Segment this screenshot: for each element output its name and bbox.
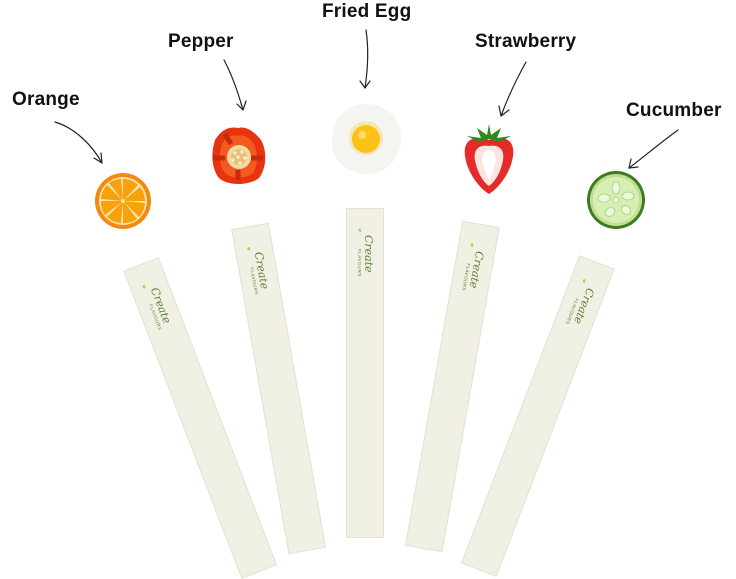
pepper-icon (212, 127, 266, 184)
arrow-pepper-icon (223, 59, 247, 111)
svg-text:FLAVOURS: FLAVOURS (249, 267, 259, 295)
brand-logo: Create FLAVOURS (458, 239, 488, 302)
cucumber-icon (587, 171, 645, 229)
fried-egg-icon (331, 104, 401, 174)
brand-logo: Create FLAVOURS (138, 276, 178, 339)
orange-icon (95, 173, 151, 229)
label-strawberry: Strawberry (475, 31, 577, 52)
brand-logo: Create FLAVOURS (243, 241, 273, 304)
scent-strip-strawberry[interactable]: Create FLAVOURS (404, 220, 500, 553)
svg-text:FLAVOURS: FLAVOURS (357, 249, 362, 277)
pointer-arrows (54, 29, 679, 169)
scent-strip-orange[interactable]: Create FLAVOURS (123, 257, 277, 579)
arrow-strawberry-icon (498, 61, 527, 117)
scent-strip-cucumber[interactable]: Create FLAVOURS (461, 255, 615, 577)
label-pepper: Pepper (168, 31, 234, 52)
label-cucumber: Cucumber (626, 100, 722, 121)
arrow-orange-icon (54, 121, 103, 164)
svg-text:FLAVOURS: FLAVOURS (461, 263, 471, 291)
scent-strip-fried-egg[interactable]: Create FLAVOURS (346, 208, 384, 538)
svg-text:Create: Create (362, 235, 375, 273)
brand-logo: Create FLAVOURS (355, 225, 375, 285)
arrow-cucumber-icon (628, 129, 679, 169)
scent-strip-pepper[interactable]: Create FLAVOURS (231, 222, 327, 555)
strawberry-icon (464, 124, 514, 194)
arrow-fried-egg-icon (359, 29, 371, 89)
label-fried-egg: Fried Egg (322, 1, 412, 22)
label-orange: Orange (12, 89, 80, 110)
